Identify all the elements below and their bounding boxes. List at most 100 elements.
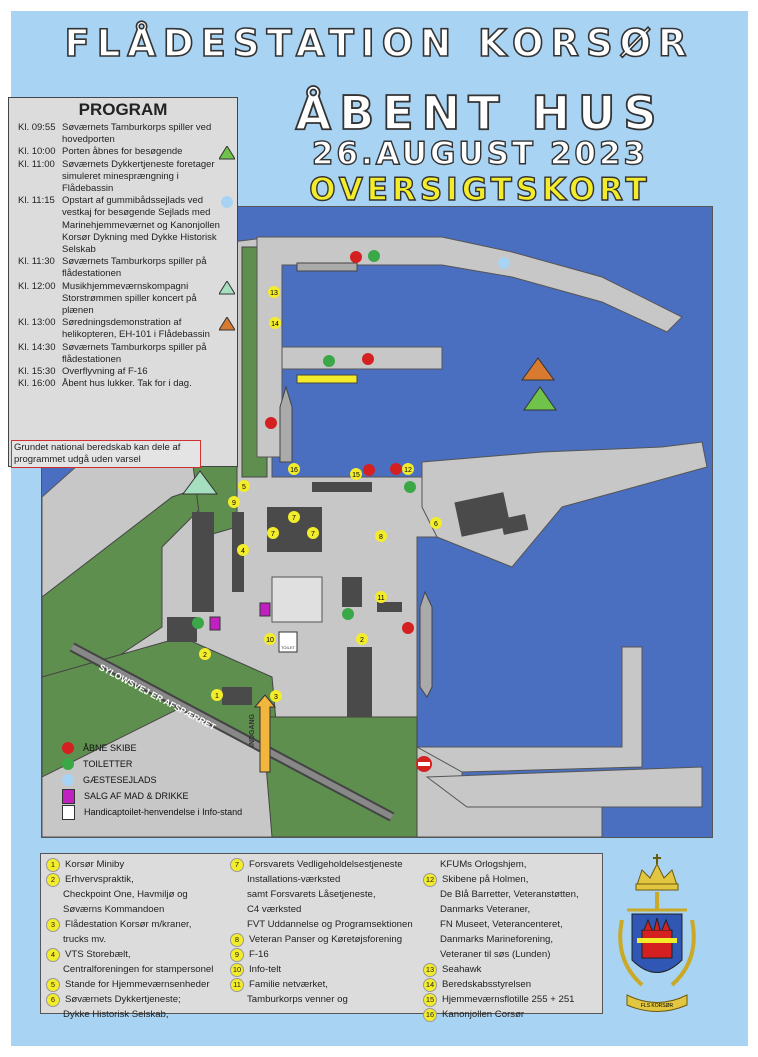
shield-icon [631,913,683,973]
legend-number-badge [46,963,58,975]
mint-triangle-icon [219,280,235,295]
svg-text:1: 1 [215,693,219,700]
legend-text: KFUMs Orlogshjem, [440,859,527,870]
legend-entry: C4 værksted [230,902,413,917]
naval-station-crest: FLS KORSØR [618,854,696,1012]
svg-text:6: 6 [434,521,438,528]
legend-number-badge [46,933,58,945]
program-time: Kl. 14:30 [18,341,56,353]
program-item: Kl. 13:00 Søredningsdemonstration af heli… [18,317,237,341]
legend-text: FN Museet, Veterancenteret, [440,919,563,930]
legend-text: Erhvervspraktik, [65,874,134,885]
legend-number-badge: 15 [423,993,437,1007]
svg-text:2: 2 [203,652,207,659]
anchor-icon [627,892,687,912]
legend-number-badge: 9 [230,948,244,962]
wreath-icon [618,919,696,987]
legend-entry: FVT Uddannelse og Programsektionen [230,917,413,932]
legend-number-badge [230,873,242,885]
legend-entry: KFUMs Orlogshjem, [423,857,579,872]
legend-text: F-16 [249,949,269,960]
legend-text: Info-telt [249,964,281,975]
legend-text: Installations-værksted [247,874,341,885]
program-text: Opstart af gummibådssejlads ved vestkaj … [62,195,220,256]
legend-handicap: Handicaptoilet-henvendelse i Info-stand [62,804,242,820]
svg-text:16: 16 [290,467,298,474]
legend-text: Seahawk [442,964,482,975]
svg-text:12: 12 [404,467,412,474]
legend-text: Skibene på Holmen, [442,874,529,885]
svg-text:4: 4 [241,548,245,555]
legend-text: Veteraner til søs (Lunden) [440,949,551,960]
program-time: Kl. 10:00 [18,146,56,158]
entrance-label: INDGANG [249,713,256,747]
legend-entry: FN Museet, Veterancenteret, [423,917,579,932]
program-time: Kl. 16:00 [18,378,56,390]
event-date: 26.AUGUST 2023 [311,135,649,172]
program-text: Musikhjemmeværnskompagni Storstrømmen sp… [62,280,197,317]
legend-number-badge [423,858,435,870]
legend-number-badge [423,933,435,945]
legend-text: Stande for Hjemmeværnsenheder [65,979,210,990]
program-time: Kl. 11:00 [18,158,55,170]
crest-motto: FLS KORSØR [641,1003,674,1009]
program-text: Søværnets Dykkertjeneste foretager simul… [62,158,215,195]
svg-text:7: 7 [292,515,296,522]
legend-entry: trucks mv. [46,932,213,947]
program-text: Søredningsdemonstration af helikopteren,… [62,317,210,341]
legend-entry: Checkpoint One, Havmiljø og [46,887,213,902]
red-dot-icon [62,742,74,754]
crown-icon [635,854,679,891]
program-title: PROGRAM [78,100,168,119]
legend-guest-sailing: GÆSTESEJLADS [62,772,242,788]
legend-entry: Danmarks Marineforening, [423,932,579,947]
legend-number-badge: 1 [46,858,60,872]
legend-entry: 2 Erhvervspraktik, [46,872,213,887]
svg-text:7: 7 [271,531,275,538]
program-time: Kl. 13:00 [18,317,56,329]
svg-text:8: 8 [379,534,383,541]
svg-text:5: 5 [242,484,246,491]
legend-number-badge [46,888,58,900]
toilet-label: TOILET [281,645,295,650]
motto-ribbon [626,994,688,1012]
program-text: Søværnets Tamburkorps spiller ved hovedp… [62,122,212,146]
program-time: Kl. 11:15 [18,195,55,207]
svg-text:15: 15 [352,472,360,479]
legend-number-badge [423,903,435,915]
station-title: FLÅDESTATION KORSØR [64,21,694,66]
legend-number-badge [230,993,242,1005]
svg-text:13: 13 [270,290,278,297]
legend-number-badge: 3 [46,918,60,932]
green-triangle-icon [219,146,235,160]
legend-entry: Danmarks Veteraner, [423,902,579,917]
legend-text: De Blå Barretter, Veteranstøtten, [440,889,579,900]
light-blue-dot-icon [221,196,233,209]
svg-text:7: 7 [311,531,315,538]
legend-number-badge: 16 [423,1008,437,1022]
legend-number-badge: 5 [46,978,60,992]
svg-text:9: 9 [232,500,236,507]
svg-text:2: 2 [360,637,364,644]
legend-number-badge: 2 [46,873,60,887]
legend-entry: samt Forsvarets Låsetjeneste, [230,887,413,902]
legend-text: Flådestation Korsør m/kraner, [65,919,192,930]
light-blue-dot-icon [62,774,74,786]
orange-triangle-icon [219,317,235,331]
